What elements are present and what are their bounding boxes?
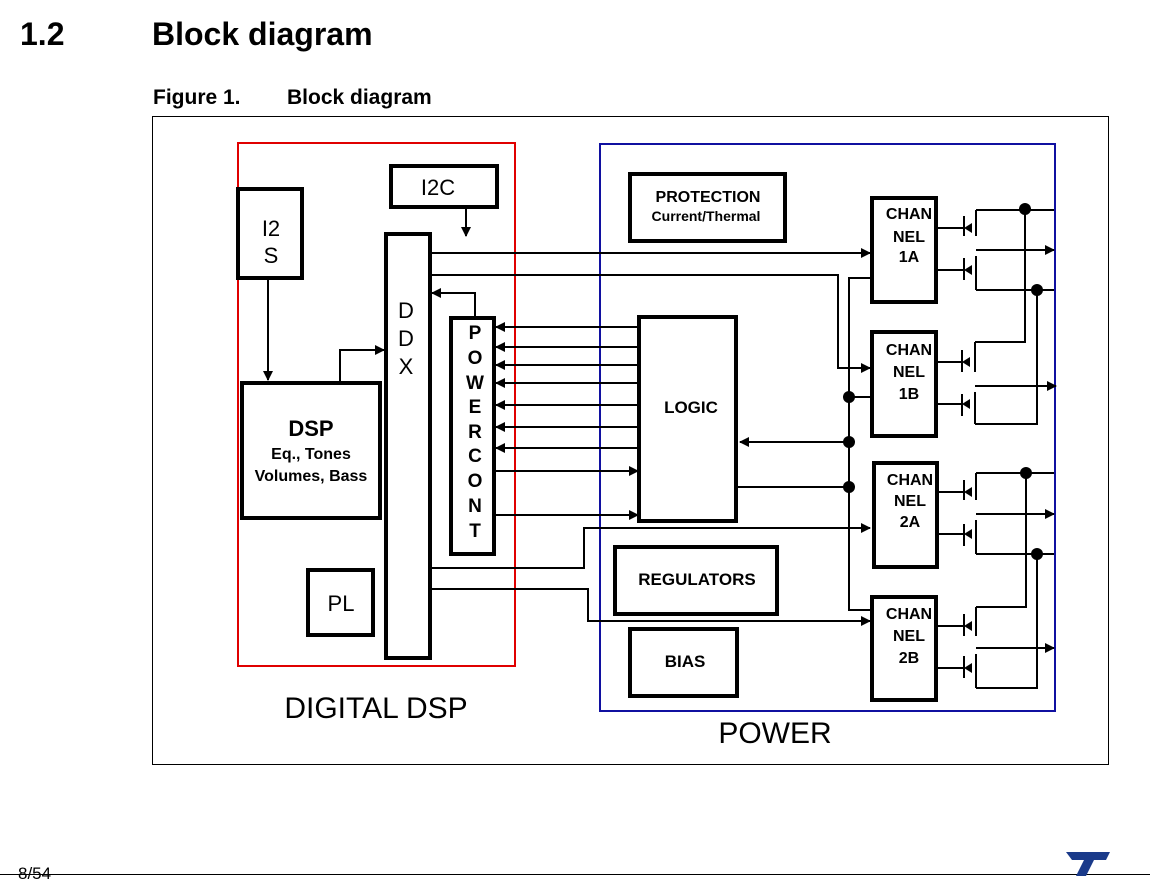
ddx-block bbox=[384, 232, 432, 660]
dsp-line2: Volumes, Bass bbox=[255, 468, 368, 485]
bias-block bbox=[628, 627, 739, 698]
channel-2b-block bbox=[870, 595, 938, 702]
channel-1a-line3: 1A bbox=[899, 249, 920, 266]
channel-2b-line1: CHAN bbox=[886, 606, 932, 623]
figure-frame bbox=[152, 116, 1109, 765]
dsp-title: DSP bbox=[288, 416, 333, 441]
channel-1b-block bbox=[870, 330, 938, 438]
powercont-block bbox=[449, 316, 496, 556]
ddx-letter-1: D bbox=[398, 298, 414, 323]
ddx-letter-3: X bbox=[399, 354, 414, 379]
logic-label: LOGIC bbox=[664, 398, 718, 417]
i2s-label-line2: S bbox=[264, 243, 279, 268]
figure-title: Block diagram bbox=[287, 86, 432, 109]
powercont-letter-6: C bbox=[468, 446, 482, 467]
powercont-letter-3: W bbox=[466, 373, 484, 394]
channel-1a-line1: CHAN bbox=[886, 206, 932, 223]
regulators-label: REGULATORS bbox=[638, 570, 755, 589]
i2s-block bbox=[236, 187, 304, 280]
dsp-line1: Eq., Tones bbox=[271, 446, 351, 463]
footer-rule bbox=[0, 874, 1150, 875]
i2s-label-line1: I2 bbox=[262, 216, 280, 241]
channel-2a-line1: CHAN bbox=[887, 472, 933, 489]
digital-dsp-label: DIGITAL DSP bbox=[284, 692, 467, 725]
channel-2a-line3: 2A bbox=[900, 514, 921, 531]
powercont-letter-1: P bbox=[469, 323, 482, 344]
channel-2a-line2: NEL bbox=[894, 493, 926, 510]
section-number: 1.2 bbox=[20, 16, 65, 52]
channel-2a-block bbox=[872, 461, 939, 569]
st-logo-icon bbox=[1066, 852, 1110, 876]
i2c-label: I2C bbox=[421, 175, 455, 200]
channel-1b-line3: 1B bbox=[899, 386, 919, 403]
logic-block bbox=[637, 315, 738, 523]
powercont-letter-8: N bbox=[468, 496, 482, 517]
channel-1a-block bbox=[870, 196, 938, 304]
pl-block bbox=[306, 568, 375, 637]
channel-2b-line3: 2B bbox=[899, 650, 919, 667]
regulators-block bbox=[613, 545, 779, 616]
powercont-letter-5: R bbox=[468, 422, 482, 443]
channel-1a-line2: NEL bbox=[893, 229, 925, 246]
protection-block bbox=[628, 172, 787, 243]
powercont-letter-2: O bbox=[468, 348, 483, 369]
protection-line1: PROTECTION bbox=[656, 189, 761, 206]
powercont-letter-7: O bbox=[468, 471, 483, 492]
channel-1b-line1: CHAN bbox=[886, 342, 932, 359]
powercont-letter-4: E bbox=[469, 397, 482, 418]
section-title: Block diagram bbox=[152, 16, 373, 52]
channel-2b-line2: NEL bbox=[893, 628, 925, 645]
pl-label: PL bbox=[328, 591, 355, 616]
channel-1b-line2: NEL bbox=[893, 364, 925, 381]
figure-number: Figure 1. bbox=[153, 86, 241, 109]
powercont-letter-9: T bbox=[469, 521, 481, 542]
protection-line2: Current/Thermal bbox=[652, 208, 761, 224]
bias-label: BIAS bbox=[665, 652, 706, 671]
power-label: POWER bbox=[718, 717, 831, 750]
ddx-letter-2: D bbox=[398, 326, 414, 351]
i2c-block bbox=[389, 164, 499, 209]
dsp-block bbox=[240, 381, 382, 520]
